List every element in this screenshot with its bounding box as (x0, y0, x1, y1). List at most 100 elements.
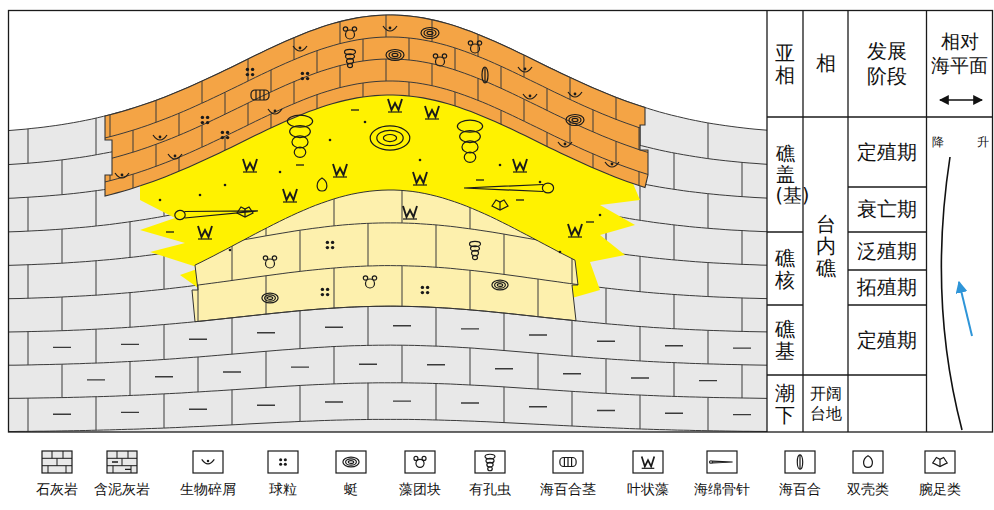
symbol-part (168, 154, 182, 159)
table-line (848, 269, 927, 270)
symbol-part (413, 184, 427, 185)
symbol-part (243, 159, 257, 170)
symbol-part (386, 50, 404, 61)
symbol-part (265, 295, 276, 301)
table-cell: 礁盖(基) (767, 117, 803, 232)
table-line (767, 116, 993, 117)
legend-swatch (707, 451, 737, 473)
symbol-part (299, 47, 302, 50)
symbol-part (372, 276, 376, 280)
symbol-part (933, 458, 947, 467)
table-line (848, 304, 927, 305)
fossil-symbol (115, 173, 129, 178)
legend-swatch (925, 451, 955, 473)
symbol-part (279, 458, 282, 461)
symbol-part (389, 27, 392, 30)
symbol-part (251, 68, 254, 71)
table-line (848, 186, 927, 187)
fossil-symbol (457, 120, 482, 162)
symbol-part (251, 90, 269, 100)
grain-dot (419, 159, 422, 162)
symbol-part (206, 116, 209, 119)
symbol-part (198, 226, 212, 237)
symbol-part (712, 461, 732, 463)
grain-dash (516, 199, 524, 200)
symbol-part (529, 95, 532, 98)
fossil-symbol (523, 94, 537, 99)
symbol-part (268, 109, 282, 114)
fossil-symbol (363, 276, 376, 288)
symbol-part (864, 456, 873, 468)
symbol-part (424, 30, 436, 37)
table-line (767, 374, 927, 375)
legend-text: 海绵骨针 (694, 481, 750, 499)
symbol-part (343, 457, 359, 467)
fossil-symbol (301, 72, 310, 81)
legend-swatch (553, 451, 583, 473)
symbol-part (524, 68, 527, 71)
table-text: 拓殖期 (857, 274, 917, 301)
table-cell: 泛殖期 (848, 232, 926, 270)
table-line (767, 231, 803, 232)
fossil-symbol (492, 280, 508, 290)
symbol-part (482, 67, 488, 83)
table-text: 相对 海平面 (930, 30, 991, 78)
symbol-part (153, 135, 167, 140)
legend-text: 有孔虫 (469, 481, 511, 499)
fossil-symbol (279, 458, 287, 466)
symbol-part (468, 41, 472, 45)
brick-lines (8, 15, 767, 432)
reef-cap-outline (105, 15, 648, 196)
legend-item: 海百合茎 (532, 478, 604, 502)
symbol-part (488, 467, 493, 471)
symbol-part (363, 276, 367, 280)
table-cell: 礁基 (767, 305, 803, 375)
table-cell: 礁核 (767, 232, 803, 305)
fossil-symbol (386, 50, 404, 61)
legend-item: 海绵骨针 (686, 478, 758, 502)
legend-icons (42, 451, 955, 473)
grain-dot (364, 121, 367, 124)
fossil-symbol (558, 142, 572, 147)
grain-dash (166, 231, 174, 232)
symbol-part (499, 202, 500, 210)
table-text: 定殖期 (857, 139, 917, 166)
fossil-symbol (345, 49, 356, 67)
grain-dot (279, 171, 282, 174)
table-text: 衰亡期 (857, 196, 917, 223)
grain-dash (296, 164, 304, 165)
symbol-part (939, 459, 940, 466)
fossil-symbol (464, 183, 554, 193)
symbol-part (221, 136, 224, 139)
symbol-part (710, 461, 713, 464)
fossil-symbol (421, 286, 430, 295)
symbol-part (799, 455, 800, 469)
fossil-symbol (243, 159, 257, 172)
symbol-part (574, 93, 577, 96)
fossil-symbol (568, 92, 582, 97)
symbol-part (226, 131, 229, 134)
table-cell: 潮下 (767, 375, 803, 432)
symbol-part (352, 27, 356, 31)
legend-text: 海百合 (779, 481, 821, 499)
fossil-symbol (605, 162, 619, 167)
symbol-part (383, 26, 397, 31)
symbol-part (331, 241, 334, 244)
symbol-part (331, 246, 334, 249)
symbol-part (201, 116, 204, 119)
grain-dot (229, 249, 232, 252)
symbol-part (414, 456, 418, 460)
table-line (926, 10, 927, 432)
table-text: 升 (977, 134, 989, 151)
table-text: 礁基 (775, 318, 795, 362)
symbol-part (389, 52, 401, 59)
legend-text: 生物碎屑 (180, 481, 236, 499)
symbol-part (263, 256, 267, 260)
symbol-part (462, 141, 478, 153)
grain-dot (224, 184, 227, 187)
legend-text: 球粒 (269, 481, 297, 499)
fossil-symbol (202, 459, 215, 464)
table-cell: 降 (929, 133, 947, 151)
symbol-part (348, 461, 353, 464)
table-cell: 亚相 (767, 10, 803, 117)
